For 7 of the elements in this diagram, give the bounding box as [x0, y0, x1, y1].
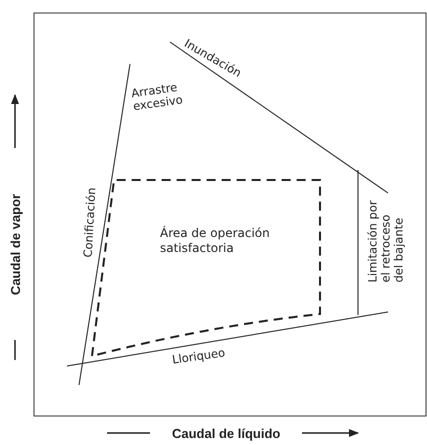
curve-label: Conificación [82, 186, 98, 258]
curve-label: Lloriqueo [170, 346, 226, 366]
axis-title: Caudal de líquido [172, 426, 280, 440]
curve-label: Limitación por el retroceso del bajante [366, 198, 406, 282]
curve-label: Arrastre excesivo [130, 79, 185, 114]
region-label: Área de operación satisfactoria [160, 226, 270, 256]
axis-title: Caudal de vapor [8, 193, 22, 295]
